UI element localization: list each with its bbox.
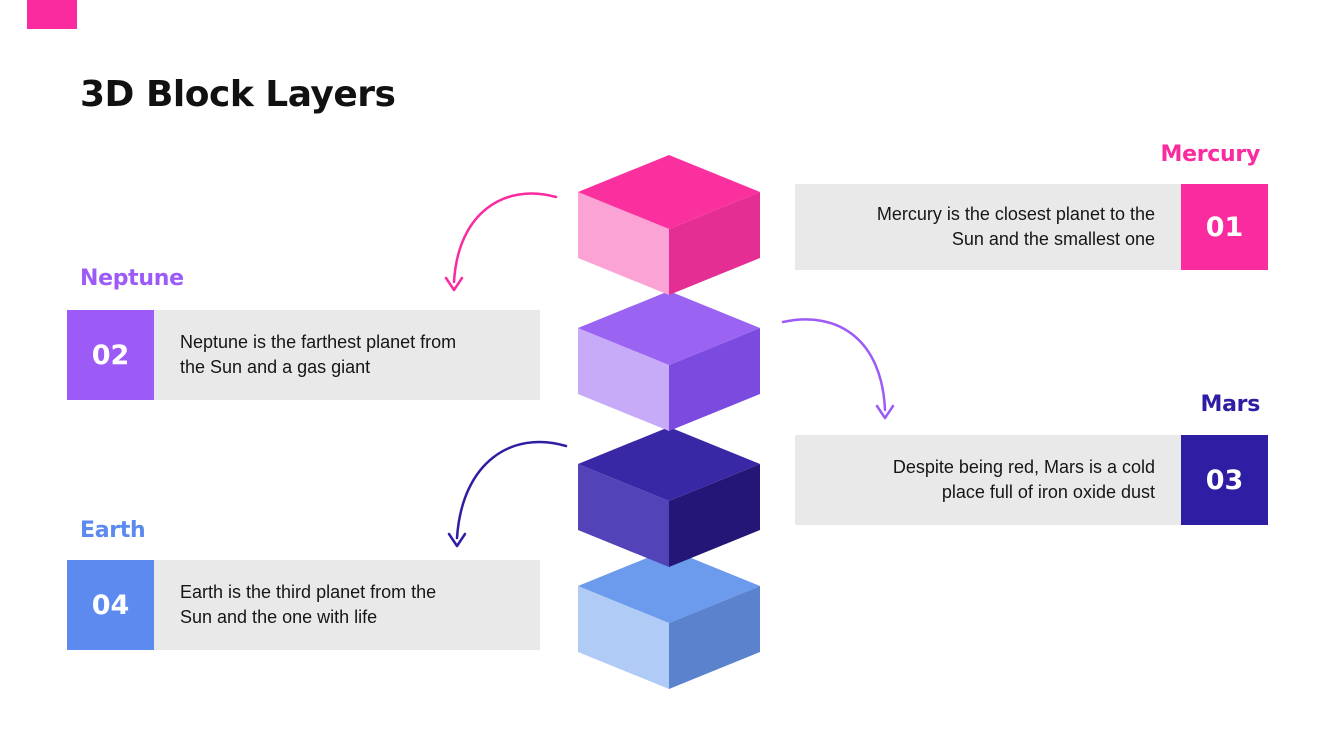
block-mercury-right-face (669, 192, 760, 295)
arrow-to-earth (447, 440, 568, 548)
arrow-to-neptune-curve (452, 192, 558, 284)
block-mars-right-face (669, 464, 760, 567)
block-mercury (578, 155, 760, 295)
arrow-to-earth-head (447, 532, 467, 548)
mars-text-box: Despite being red, Mars is a cold place … (795, 435, 1181, 525)
block-earth (578, 549, 760, 689)
mars-description: Despite being red, Mars is a cold place … (892, 457, 1155, 502)
earth-row: 04 Earth is the third planet from the Su… (67, 560, 540, 650)
block-neptune-left-face (578, 328, 669, 431)
neptune-number-badge: 02 (67, 310, 154, 400)
block-mars-left-face (578, 464, 669, 567)
mars-heading: Mars (1200, 392, 1261, 417)
arrow-to-earth-curve (455, 440, 568, 540)
earth-number-badge: 04 (67, 560, 154, 650)
page-title: 3D Block Layers (80, 74, 396, 115)
arrow-to-neptune (444, 192, 558, 292)
block-earth-right-face (669, 586, 760, 689)
block-neptune-right-face (669, 328, 760, 431)
corner-accent-bar (27, 0, 77, 29)
neptune-heading: Neptune (80, 266, 184, 291)
neptune-row: 02 Neptune is the farthest planet from t… (67, 310, 540, 400)
earth-text-box: Earth is the third planet from the Sun a… (154, 560, 540, 650)
mercury-heading: Mercury (1160, 142, 1261, 167)
block-mercury-left-face (578, 192, 669, 295)
mars-number-badge: 03 (1181, 435, 1268, 525)
mars-row: Despite being red, Mars is a cold place … (795, 435, 1268, 525)
block-mars-top-face (578, 427, 760, 501)
arrow-to-neptune-head (444, 276, 464, 292)
mercury-number-badge: 01 (1181, 184, 1268, 270)
mercury-description: Mercury is the closest planet to the Sun… (876, 204, 1155, 249)
block-neptune-top-face (578, 291, 760, 365)
earth-heading: Earth (80, 518, 146, 543)
mercury-text-box: Mercury is the closest planet to the Sun… (795, 184, 1181, 270)
neptune-text-box: Neptune is the farthest planet from the … (154, 310, 540, 400)
block-mars (578, 427, 760, 567)
block-mercury-top-face (578, 155, 760, 229)
mercury-row: Mercury is the closest planet to the Sun… (795, 184, 1268, 270)
earth-description: Earth is the third planet from the Sun a… (180, 582, 437, 627)
block-neptune (578, 291, 760, 431)
neptune-description: Neptune is the farthest planet from the … (180, 332, 457, 377)
block-earth-top-face (578, 549, 760, 623)
block-earth-left-face (578, 586, 669, 689)
